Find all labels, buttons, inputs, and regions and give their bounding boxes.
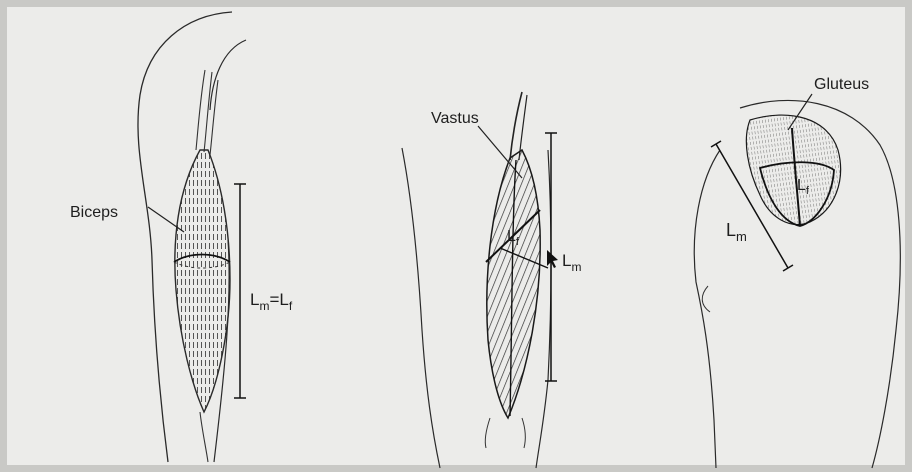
biceps-label: Biceps: [70, 204, 118, 221]
vastus-label: Vastus: [431, 110, 479, 127]
gluteus-label: Gluteus: [814, 76, 869, 93]
